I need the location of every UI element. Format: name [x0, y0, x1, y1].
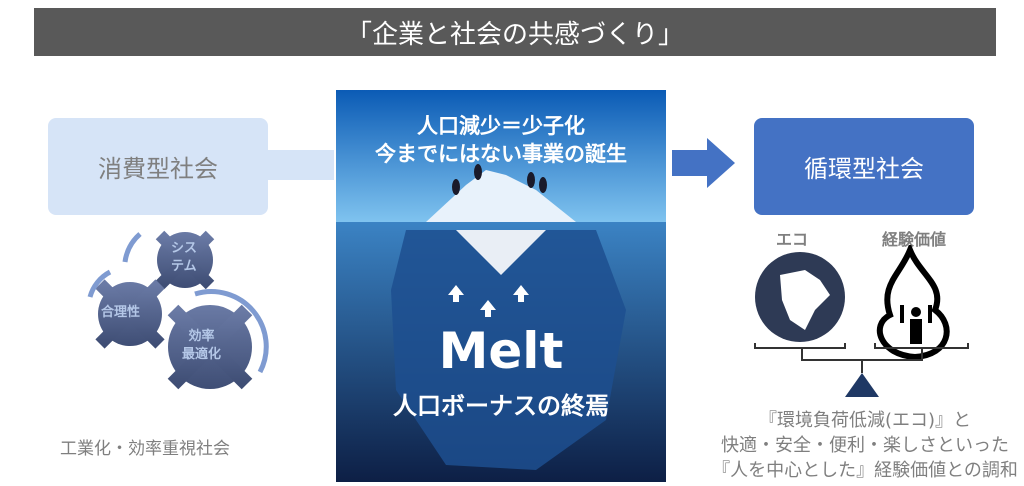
- circular-society-box: 循環型社会: [754, 118, 974, 215]
- penguin-icon: [452, 164, 547, 195]
- gear-icon: [88, 272, 172, 356]
- connector-bar: [268, 150, 334, 180]
- gear-label-system: システム: [171, 241, 198, 274]
- fire-person-icon: [876, 245, 950, 361]
- caption-line: 『人を中心とした』経験価値との調和: [712, 460, 1018, 481]
- harmony-caption: 『環境負荷低減(エコ)』と 快適・安全・便利・楽しさといった 『人を中心とした』…: [706, 408, 1024, 483]
- iceberg-image: 人口減少＝少子化 今までにはない事業の誕生 Melt 人口ボーナスの終焉: [336, 90, 666, 482]
- gear-label-rationality: 合理性: [101, 305, 141, 320]
- right-arrow-icon: [672, 138, 735, 188]
- population-decline-text: 人口減少＝少子化: [417, 114, 585, 138]
- gear-icon: [149, 224, 221, 296]
- gears-graphic: [87, 224, 269, 400]
- up-arrow-icon: [448, 285, 529, 317]
- industrial-caption: 工業化・効率重視社会: [60, 439, 230, 459]
- globe-icon: [755, 252, 845, 342]
- caption-line: 快適・安全・便利・楽しさといった: [721, 435, 1009, 456]
- page-title: 「企業と社会の共感づくり」: [34, 8, 996, 56]
- consumption-society-box: 消費型社会: [48, 118, 268, 215]
- rotation-arrow-icon: [87, 232, 269, 374]
- eco-label: エコ: [776, 230, 809, 249]
- iceberg-graphic: [336, 90, 666, 482]
- population-bonus-end-text: 人口ボーナスの終焉: [393, 392, 609, 420]
- bracket-icon: [754, 343, 969, 373]
- gear-icon: [157, 294, 263, 400]
- experience-value-label: 経験価値: [882, 230, 947, 249]
- gear-label-efficiency: 効率最適化: [182, 329, 222, 362]
- new-business-text: 今までにはない事業の誕生: [375, 142, 627, 166]
- melt-text: Melt: [438, 322, 564, 380]
- caption-line: 『環境負荷低減(エコ)』と: [758, 410, 972, 431]
- balance-graphic: [754, 245, 969, 397]
- fulcrum-icon: [845, 373, 879, 397]
